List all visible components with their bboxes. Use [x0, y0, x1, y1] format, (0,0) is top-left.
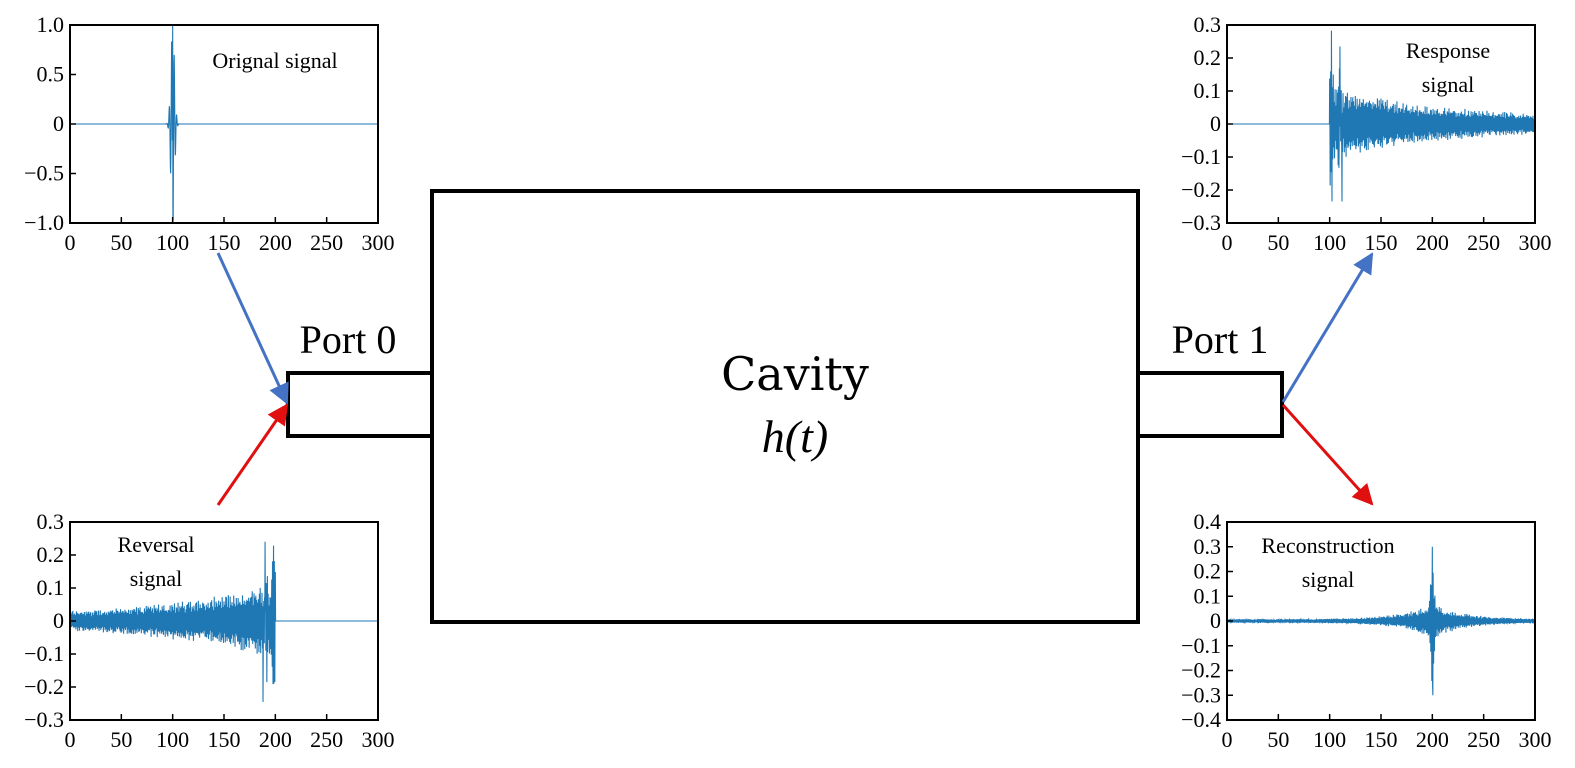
reconstruction-xtick-label: 150 — [1365, 727, 1398, 752]
port0-box — [286, 371, 434, 438]
arrow-reversal-to-port0 — [216, 403, 289, 506]
reconstruction-ytick-label: −0.3 — [1181, 682, 1221, 707]
response-annotation: Response — [1406, 38, 1490, 63]
reconstruction-ytick-label: 0.2 — [1194, 559, 1222, 584]
original-xtick-label: 150 — [208, 230, 241, 255]
reconstruction-xtick-label: 300 — [1519, 727, 1552, 752]
reversal-xtick-label: 50 — [110, 727, 132, 752]
port1-label: Port 1 — [1172, 317, 1269, 362]
reconstruction-ytick-label: 0.4 — [1194, 509, 1222, 534]
plot-response-signal: 0 50 100 150 200 250 300 −0.3 −0.2 −0.1 0 0.1 0.2 0.3… — [1181, 12, 1551, 255]
reconstruction-xtick-label: 100 — [1313, 727, 1346, 752]
response-xtick-label: 300 — [1519, 230, 1552, 255]
reversal-ytick-label: 0.2 — [37, 542, 65, 567]
reconstruction-ytick-label: 0 — [1210, 608, 1221, 633]
original-xtick-label: 200 — [259, 230, 292, 255]
reversal-ytick-label: 0.1 — [37, 575, 65, 600]
reversal-ytick-label: −0.3 — [24, 707, 64, 732]
response-ytick-label: 0 — [1210, 111, 1221, 136]
original-xtick-label: 0 — [65, 230, 76, 255]
original-xtick-label: 100 — [156, 230, 189, 255]
arrow-original-to-port0 — [216, 252, 289, 405]
response-xtick-label: 250 — [1467, 230, 1500, 255]
reconstruction-xtick-label: 250 — [1467, 727, 1500, 752]
reconstruction-ytick-label: 0.1 — [1194, 583, 1222, 608]
original-ytick-label: 1.0 — [37, 12, 65, 37]
reversal-xtick-label: 150 — [208, 727, 241, 752]
reversal-ytick-label: −0.1 — [24, 641, 64, 666]
original-annotation: Orignal signal — [212, 48, 337, 73]
cavity-function: h(t) — [762, 411, 828, 462]
reconstruction-signal-trace — [1226, 546, 1536, 696]
response-xtick-label: 100 — [1313, 230, 1346, 255]
reversal-xtick-label: 100 — [156, 727, 189, 752]
original-ytick-label: −1.0 — [24, 210, 64, 235]
response-xtick-label: 200 — [1416, 230, 1449, 255]
reversal-ytick-label: 0 — [53, 608, 64, 633]
reversal-annotation: signal — [130, 566, 183, 591]
plot-reversal-signal: 0 50 100 150 200 250 300 −0.3 −0.2 −0.1 0 0.1 0.2 0.3… — [24, 509, 394, 752]
reconstruction-xtick-label: 0 — [1222, 727, 1233, 752]
original-xtick-label: 250 — [310, 230, 343, 255]
original-signal-trace — [70, 24, 378, 222]
reconstruction-ytick-label: −0.4 — [1181, 707, 1221, 732]
reversal-xtick-label: 200 — [259, 727, 292, 752]
reversal-ytick-label: −0.2 — [24, 674, 64, 699]
response-signal-trace — [1227, 30, 1536, 202]
response-xtick-label: 50 — [1267, 230, 1289, 255]
original-ytick-label: −0.5 — [24, 161, 64, 186]
reversal-ytick-label: 0.3 — [37, 509, 65, 534]
cavity-label: Cavity — [721, 347, 869, 401]
port1-box — [1136, 371, 1284, 438]
response-ytick-label: 0.3 — [1194, 12, 1222, 37]
port0-label: Port 0 — [300, 317, 397, 362]
plot-original-signal: 0 50 100 150 200 250 300 −1.0 −0.5 0 0.5 1.0Orignal… — [24, 12, 394, 255]
response-xtick-label: 150 — [1365, 230, 1398, 255]
original-ytick-label: 0 — [53, 111, 64, 136]
reversal-xtick-label: 250 — [310, 727, 343, 752]
reconstruction-annotation: signal — [1302, 567, 1355, 592]
reconstruction-ytick-label: 0.3 — [1194, 534, 1222, 559]
reconstruction-xtick-label: 50 — [1267, 727, 1289, 752]
original-ytick-label: 0.5 — [37, 62, 65, 87]
reversal-xtick-label: 300 — [362, 727, 395, 752]
reconstruction-xtick-label: 200 — [1416, 727, 1449, 752]
response-annotation: signal — [1422, 72, 1475, 97]
reconstruction-annotation: Reconstruction — [1261, 533, 1394, 558]
reversal-annotation: Reversal — [118, 532, 195, 557]
reconstruction-ytick-label: −0.2 — [1181, 658, 1221, 683]
arrow-port1-to-response — [1281, 252, 1374, 403]
response-ytick-label: −0.1 — [1181, 144, 1221, 169]
response-ytick-label: −0.3 — [1181, 210, 1221, 235]
reversal-xtick-label: 0 — [65, 727, 76, 752]
original-xtick-label: 50 — [110, 230, 132, 255]
response-ytick-label: 0.1 — [1194, 78, 1222, 103]
response-ytick-label: −0.2 — [1181, 177, 1221, 202]
response-ytick-label: 0.2 — [1194, 45, 1222, 70]
original-xtick-label: 300 — [362, 230, 395, 255]
response-xtick-label: 0 — [1222, 230, 1233, 255]
reconstruction-ytick-label: −0.1 — [1181, 633, 1221, 658]
arrow-port1-to-reconstruction — [1281, 403, 1374, 506]
cavity-box — [430, 189, 1140, 624]
reversal-signal-trace — [69, 541, 378, 702]
